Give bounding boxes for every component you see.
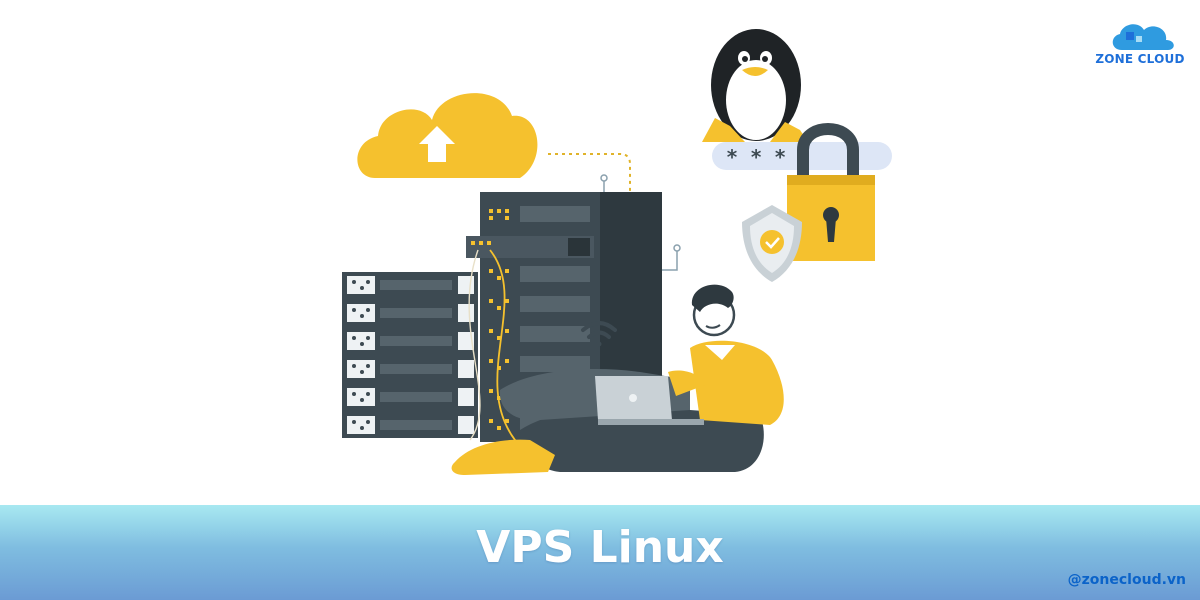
zone-cloud-logo: ZONE CLOUD — [1092, 16, 1188, 72]
wifi-icon — [581, 321, 617, 347]
linux-tux-icon — [702, 29, 808, 142]
padlock-icon — [787, 123, 875, 261]
logo-text: ZONE CLOUD — [1095, 52, 1185, 66]
shield-check-icon — [742, 205, 802, 282]
title-banner — [0, 505, 1200, 600]
password-mask: * * * * — [726, 145, 810, 169]
person-illustration — [451, 284, 784, 475]
server-stack-small — [342, 272, 478, 438]
cloud-logo-icon — [1112, 24, 1174, 50]
page-title: VPS Linux — [476, 522, 724, 573]
cloud-upload-icon — [357, 93, 538, 178]
social-handle: @zonecloud.vn — [1067, 572, 1186, 588]
